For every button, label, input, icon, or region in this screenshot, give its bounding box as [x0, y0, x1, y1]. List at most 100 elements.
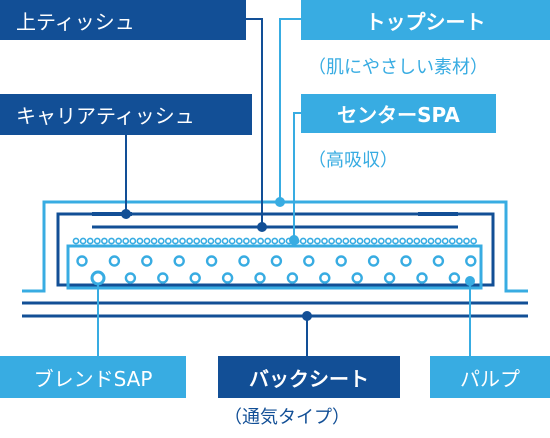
label-blend-sap: ブレンドSAP: [0, 356, 186, 398]
spa-dot: [278, 237, 286, 245]
sap-circle: [205, 255, 218, 267]
sap-circle: [141, 255, 153, 267]
spa-dot: [363, 237, 371, 245]
spa-dot: [384, 237, 392, 245]
leader-top-tissue: [246, 18, 263, 228]
spa-dot: [399, 237, 406, 245]
spa-dot: [235, 237, 243, 245]
spa-dot: [150, 237, 158, 245]
spa-dot: [221, 237, 229, 245]
sap-circle: [221, 272, 234, 284]
spa-dot: [448, 237, 456, 245]
spa-dot: [143, 237, 151, 245]
spa-dot: [441, 237, 449, 245]
sap-circle: [465, 255, 477, 267]
sap-circle: [270, 255, 283, 267]
spa-dot: [335, 237, 343, 245]
spa-dot: [356, 237, 364, 245]
label-back-sheet-sub: （通気タイプ）: [224, 407, 350, 428]
spa-dot: [193, 237, 201, 245]
leader-center-spa: [293, 112, 301, 240]
spa-dot: [250, 237, 257, 245]
spa-dot: [392, 237, 399, 245]
leader-top-sheet: [279, 18, 301, 202]
sap-circle: [254, 272, 266, 284]
absorbent-core: [66, 244, 483, 290]
label-center-spa: センターSPA: [301, 94, 496, 133]
sap-circle: [238, 255, 250, 267]
sap-circle: [400, 255, 412, 267]
leader-carrier-tissue-dot: [121, 209, 131, 219]
spa-dot: [179, 237, 186, 245]
spa-dot: [86, 237, 94, 245]
spa-dot: [342, 237, 350, 245]
spa-dot: [306, 237, 314, 245]
sap-circle: [108, 255, 121, 267]
sap-circle: [416, 272, 428, 284]
spa-dot: [470, 237, 477, 245]
spa-dot: [101, 237, 108, 245]
label-center-spa-sub: （高吸収）: [308, 150, 398, 171]
sap-circle: [76, 255, 88, 267]
spa-dot: [463, 237, 470, 245]
leader-center-spa-dot: [289, 235, 299, 245]
spa-dot: [136, 237, 144, 245]
spa-dot: [122, 237, 130, 245]
label-carrier-tissue: キャリアティッシュ: [0, 94, 252, 135]
spa-dot: [171, 237, 179, 245]
sap-circle: [189, 272, 201, 284]
sap-circle: [432, 255, 445, 267]
spa-dot: [313, 237, 321, 245]
blend-sap-circles: [76, 255, 477, 284]
leader-top-tissue-dot: [257, 222, 267, 232]
spa-dot: [157, 237, 165, 245]
sap-circle: [303, 255, 315, 267]
spa-dot: [257, 237, 264, 245]
label-top-sheet: トップシート: [301, 0, 550, 40]
spa-dot: [228, 237, 236, 245]
spa-dot: [200, 237, 208, 245]
spa-dot: [299, 237, 307, 245]
inner-wrap-outline: [56, 212, 495, 287]
label-top-tissue: 上ティッシュ: [0, 0, 246, 40]
spa-dot: [370, 237, 378, 245]
leader-pulp-dot: [465, 276, 475, 286]
label-pulp: パルプ: [430, 356, 550, 398]
spa-dot: [377, 237, 385, 245]
spa-dot: [434, 237, 442, 245]
spa-dot: [455, 237, 463, 245]
spa-dot: [93, 237, 101, 245]
sap-circle: [124, 272, 137, 284]
sap-circle: [319, 272, 331, 284]
leader-back-sheet-dot: [302, 311, 312, 321]
spa-dot: [406, 237, 414, 245]
spa-dot: [108, 237, 115, 245]
sap-circle: [157, 272, 169, 284]
spa-dot: [72, 237, 80, 245]
spa-dot: [129, 237, 137, 245]
spa-dot: [321, 237, 328, 245]
sap-circle: [173, 255, 185, 267]
sap-circle: [383, 272, 396, 284]
spa-dot: [79, 237, 87, 245]
spa-dot: [242, 237, 250, 245]
spa-dot: [264, 237, 272, 245]
spa-dot: [214, 237, 222, 245]
center-spa-dots: [72, 237, 477, 245]
spa-dot: [427, 237, 435, 245]
spa-dot: [186, 237, 193, 245]
spa-dot: [420, 237, 428, 245]
spa-dot: [164, 237, 172, 245]
sap-circle: [335, 255, 347, 267]
sap-circle: [367, 255, 380, 267]
sap-circle: [448, 272, 461, 284]
spa-dot: [271, 237, 279, 245]
label-top-sheet-sub: （肌にやさしい素材）: [308, 57, 488, 78]
leader-blend-sap-ring: [90, 270, 106, 286]
spa-dot: [328, 237, 335, 245]
leader-top-sheet-dot: [275, 197, 285, 207]
spa-dot: [207, 237, 215, 245]
sap-circle: [286, 272, 299, 284]
spa-dot: [349, 237, 357, 245]
